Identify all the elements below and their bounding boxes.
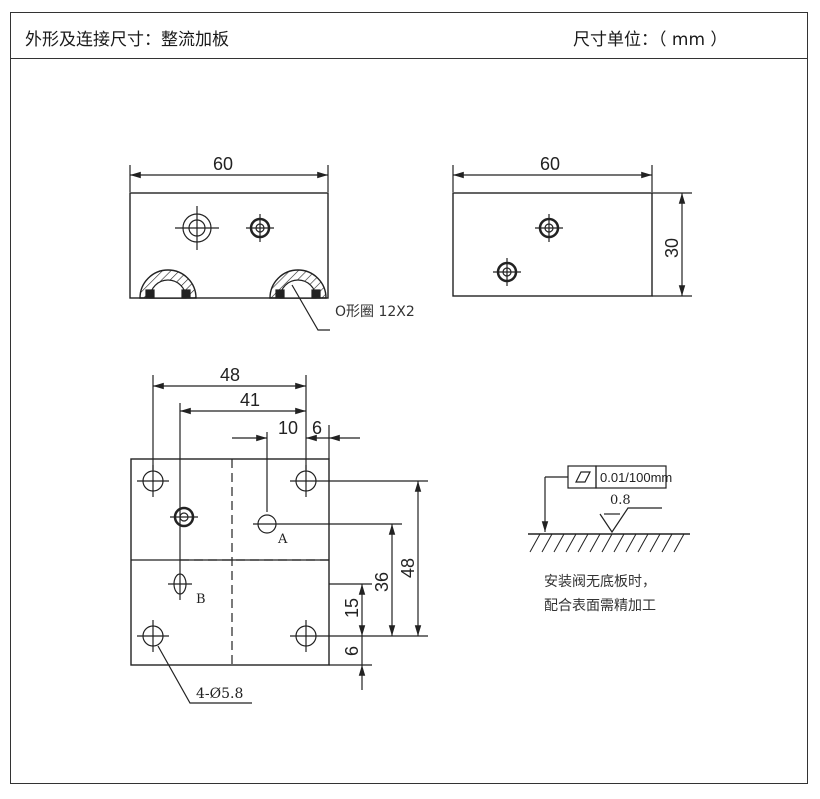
dim-v36: 36 — [372, 572, 392, 592]
top-view: A B 48 41 10 6 48 36 15 6 4-Ø5.8 — [130, 365, 428, 704]
surface-finish-symbol: 0.01/100mm 0.8 安装阀无底板时， 配合表面需精加工 — [528, 465, 690, 614]
dim-v15: 15 — [342, 598, 362, 618]
dim-v48: 48 — [398, 558, 418, 578]
dim-10: 10 — [278, 418, 298, 438]
port-a-label: A — [277, 532, 288, 547]
note-line-1: 安装阀无底板时， — [544, 574, 656, 590]
oring-label: O形圈 12X2 — [335, 304, 415, 320]
flatness-value: 0.01/100mm — [600, 470, 672, 485]
side-width-dim: 60 — [540, 154, 560, 174]
unit-label: 尺寸单位：（ mm ） — [573, 30, 728, 50]
roughness-value: 0.8 — [610, 493, 631, 508]
header-bar: 外形及连接尺寸：整流加板 尺寸单位：（ mm ） — [11, 13, 807, 59]
front-view: 60 O形圈 12X2 — [129, 154, 415, 331]
dim-41: 41 — [240, 390, 260, 410]
front-width-dim: 60 — [213, 154, 233, 174]
side-view: 60 30 — [452, 154, 692, 297]
dim-6: 6 — [312, 418, 322, 438]
note-line-2: 配合表面需精加工 — [544, 598, 656, 614]
dim-v6: 6 — [342, 646, 362, 656]
drawing-frame: 外形及连接尺寸：整流加板 尺寸单位：（ mm ） — [10, 12, 808, 784]
holes-label: 4-Ø5.8 — [196, 686, 243, 702]
port-b-label: B — [196, 592, 206, 607]
drawing-title: 外形及连接尺寸：整流加板 — [25, 30, 229, 50]
side-height-dim: 30 — [662, 238, 682, 258]
dim-48: 48 — [220, 365, 240, 385]
